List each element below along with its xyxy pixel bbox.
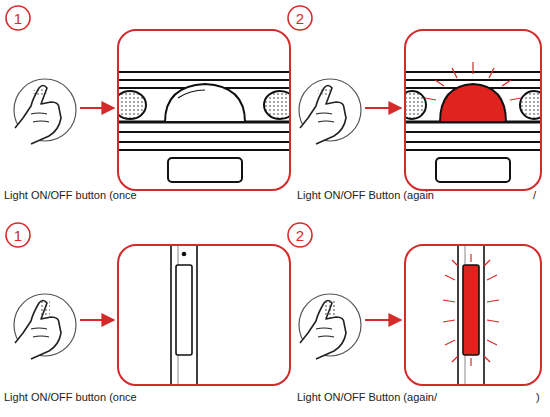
callout-number: 1 bbox=[6, 11, 30, 26]
callout-number: 1 bbox=[6, 228, 30, 243]
caption-text: Light ON/OFF Button (again bbox=[297, 190, 434, 201]
caption-text: Light ON/OFF button (once bbox=[4, 392, 137, 403]
caption-text: / bbox=[533, 190, 536, 201]
caption-text: ) bbox=[536, 392, 540, 403]
caption-text: Light ON/OFF button (once bbox=[4, 190, 137, 201]
callout-number: 2 bbox=[288, 228, 312, 243]
callout-number: 2 bbox=[288, 11, 312, 26]
caption-text: Light ON/OFF Button (again/ bbox=[297, 392, 437, 403]
